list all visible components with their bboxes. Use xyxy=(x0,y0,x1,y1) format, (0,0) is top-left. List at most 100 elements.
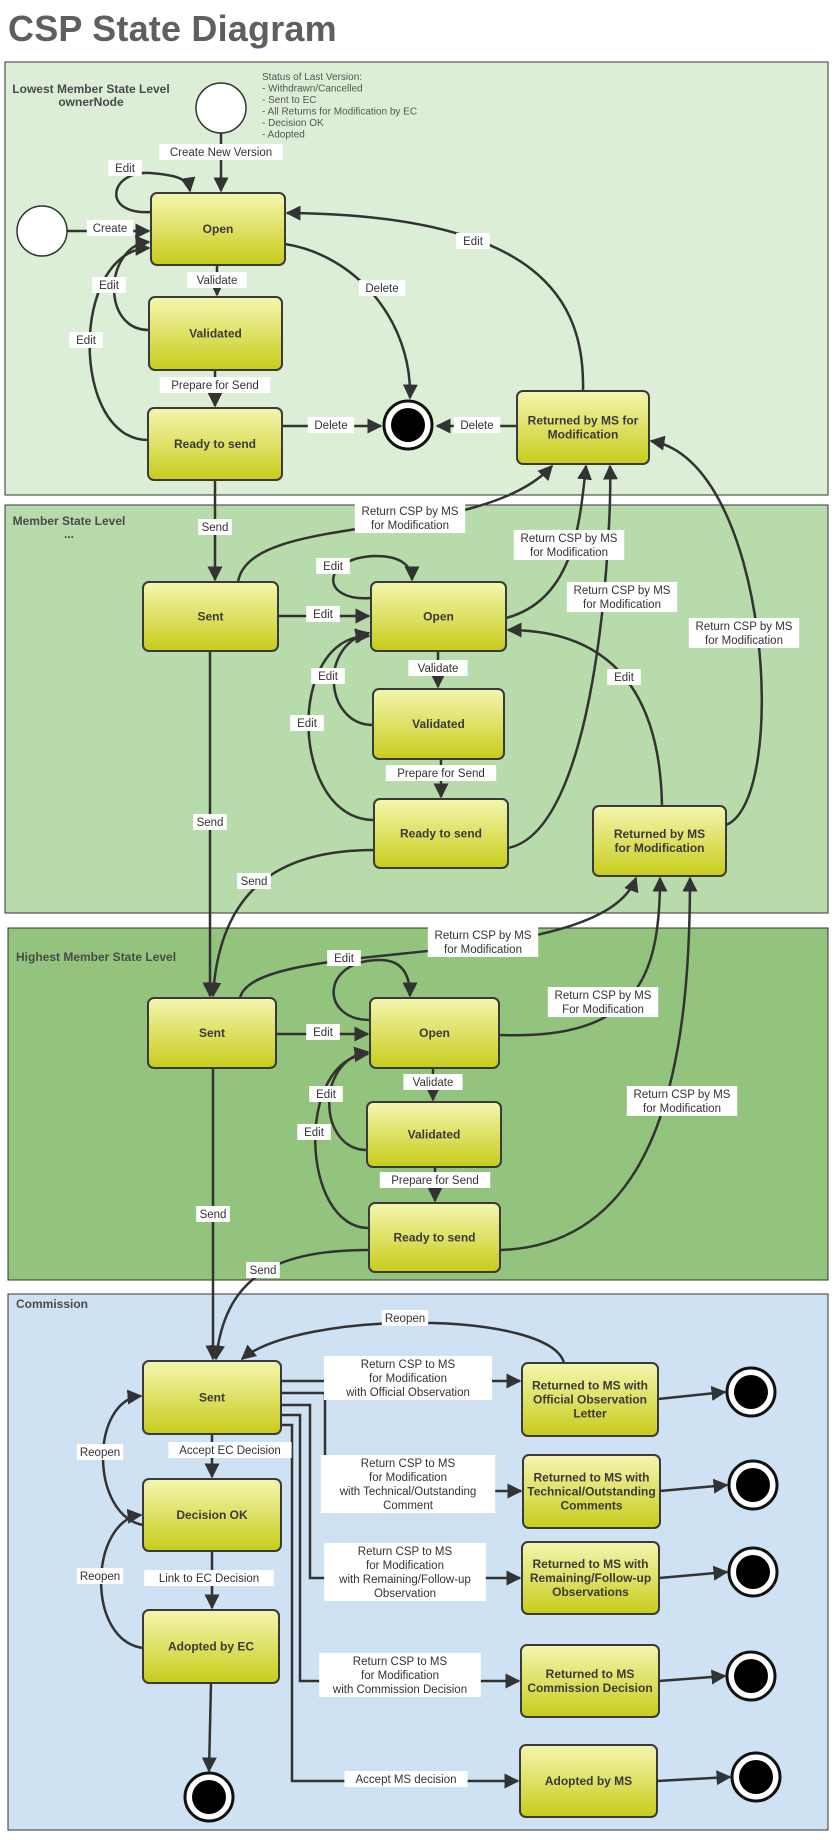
svg-text:Send: Send xyxy=(241,876,268,888)
svg-text:Sent: Sent xyxy=(199,1391,225,1405)
page-title: CSP State Diagram xyxy=(8,8,337,49)
svg-text:Edit: Edit xyxy=(313,1027,334,1039)
initial-state-create-new-version xyxy=(195,82,247,134)
label-h-ready-edit: Edit xyxy=(297,1124,331,1140)
edge-h-ready-edit xyxy=(314,1047,370,1230)
svg-text:Edit: Edit xyxy=(76,335,97,347)
label-l-validated-edit: Edit xyxy=(92,277,126,293)
svg-text:Ready to send: Ready to send xyxy=(393,1231,475,1245)
state-h-validated[interactable]: Validated xyxy=(366,1101,502,1168)
final-state-adopted-by-ec xyxy=(183,1771,235,1823)
state-c-decision[interactable]: Decision OK xyxy=(142,1478,282,1552)
transition-labels: Create New VersionCreateEditValidateEdit… xyxy=(69,144,800,1787)
svg-text:Ready to send: Ready to send xyxy=(400,827,482,841)
svg-text:Validated: Validated xyxy=(189,327,242,341)
svg-text:Create New Version: Create New Version xyxy=(170,147,272,159)
label-m-open-edit-self: Edit xyxy=(316,558,350,574)
label-c-accept-ms: Accept MS decision xyxy=(344,1771,468,1787)
label-h-ready-send: Send xyxy=(246,1262,280,1278)
state-l-validated[interactable]: Validated xyxy=(148,296,283,371)
state-c-adopted[interactable]: Adopted by EC xyxy=(142,1609,280,1684)
svg-text:Delete: Delete xyxy=(460,420,493,432)
state-m-sent[interactable]: Sent xyxy=(142,581,279,652)
svg-text:Send: Send xyxy=(200,1209,227,1221)
edge-h-ready-return xyxy=(499,876,698,1252)
label-m-sent-edit: Edit xyxy=(306,606,340,622)
svg-text:Prepare for Send: Prepare for Send xyxy=(391,1175,479,1187)
svg-text:Open: Open xyxy=(203,222,234,236)
label-c-accept-ec: Accept EC Decision xyxy=(168,1442,292,1458)
state-c-adopted-ms[interactable]: Adopted by MS xyxy=(519,1744,658,1818)
state-l-open[interactable]: Open xyxy=(150,192,286,266)
svg-text:Link to EC Decision: Link to EC Decision xyxy=(159,1573,259,1585)
label-m-prepare-send: Prepare for Send xyxy=(385,765,497,781)
label-l-ready-delete: Delete xyxy=(307,417,355,433)
lane-highest-member-state-title: Highest Member State Level xyxy=(16,950,176,964)
state-m-ready[interactable]: Ready to send xyxy=(373,798,509,869)
label-m-ready-send: Send xyxy=(237,873,271,889)
svg-text:Edit: Edit xyxy=(614,672,635,684)
label-m-ready-edit: Edit xyxy=(290,715,324,731)
svg-text:Edit: Edit xyxy=(334,953,355,965)
label-l-open-edit-self: Edit xyxy=(108,160,142,176)
lane-member-state-subtitle: ... xyxy=(64,527,74,541)
label-create: Create xyxy=(86,220,134,236)
edge-c-tech-final xyxy=(659,1478,729,1494)
label-h-send-down: Send xyxy=(196,1206,230,1222)
label-h-validated-edit: Edit xyxy=(309,1086,343,1102)
edge-m-ready-return xyxy=(507,464,618,850)
state-h-ready[interactable]: Ready to send xyxy=(368,1202,501,1273)
state-h-sent[interactable]: Sent xyxy=(147,997,277,1069)
svg-text:Reopen: Reopen xyxy=(80,1571,120,1583)
label-l-send: Send xyxy=(198,519,232,535)
label-l-ready-edit: Edit xyxy=(69,332,103,348)
svg-text:Open: Open xyxy=(423,610,454,624)
state-m-validated[interactable]: Validated xyxy=(372,688,505,760)
svg-text:Edit: Edit xyxy=(313,609,334,621)
lane-lowest-member-state-title: Lowest Member State Level xyxy=(12,82,169,96)
svg-text:Create: Create xyxy=(93,223,128,235)
svg-text:Reopen: Reopen xyxy=(385,1313,425,1325)
label-l-prepare-send: Prepare for Send xyxy=(159,377,271,393)
state-l-ready[interactable]: Ready to send xyxy=(147,407,283,481)
label-create-new-version: Create New Version xyxy=(159,144,283,160)
label-l-returned-edit: Edit xyxy=(456,233,490,249)
svg-text:Send: Send xyxy=(202,522,229,534)
state-m-open[interactable]: Open xyxy=(370,581,507,652)
svg-text:Edit: Edit xyxy=(318,671,339,683)
svg-text:Send: Send xyxy=(197,817,224,829)
state-h-open[interactable]: Open xyxy=(369,997,500,1069)
svg-text:Sent: Sent xyxy=(199,1026,225,1040)
edge-c-adopted-final xyxy=(201,1682,217,1773)
label-c-adopted-reopen: Reopen xyxy=(76,1568,124,1584)
svg-text:Reopen: Reopen xyxy=(80,1447,120,1459)
label-h-validate: Validate xyxy=(403,1074,463,1090)
label-m-send-down: Send xyxy=(193,814,227,830)
svg-text:Validated: Validated xyxy=(408,1128,461,1142)
lane-commission-title: Commission xyxy=(16,1297,88,1311)
state-c-sent[interactable]: Sent xyxy=(142,1360,282,1435)
